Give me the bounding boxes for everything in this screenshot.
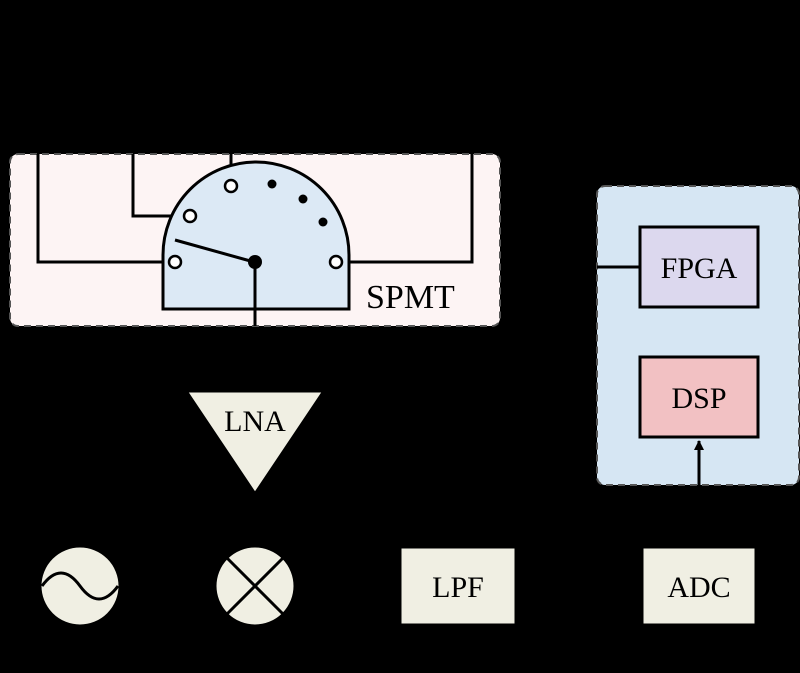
lpf-block	[398, 545, 518, 627]
spmt-label: SPMT	[366, 279, 455, 316]
lna-amplifier	[183, 389, 327, 497]
adc-label: ADC	[667, 571, 730, 604]
spmt-port-4	[328, 254, 344, 270]
oscillator	[38, 544, 122, 628]
adc-block	[640, 545, 758, 627]
sine-wave-icon	[40, 571, 120, 601]
spmt-port-3	[167, 254, 183, 270]
spmt-position-dot	[267, 179, 277, 189]
cross-circle-icon	[225, 556, 285, 616]
dsp-label: DSP	[671, 382, 726, 415]
spmt-wires	[36, 154, 474, 264]
lpf-label: LPF	[432, 571, 484, 604]
dsp-block	[638, 355, 760, 439]
fpga-label: FPGA	[661, 252, 738, 285]
spmt-position-dot	[318, 217, 328, 227]
lna-label: LNA	[224, 405, 286, 438]
spmt-switch-arm	[174, 238, 255, 264]
mixer	[213, 544, 297, 628]
spmt-port-2	[182, 208, 198, 224]
spmt-position-dot	[298, 194, 308, 204]
fpga-block	[638, 225, 760, 309]
spmt-port-1	[223, 178, 239, 194]
